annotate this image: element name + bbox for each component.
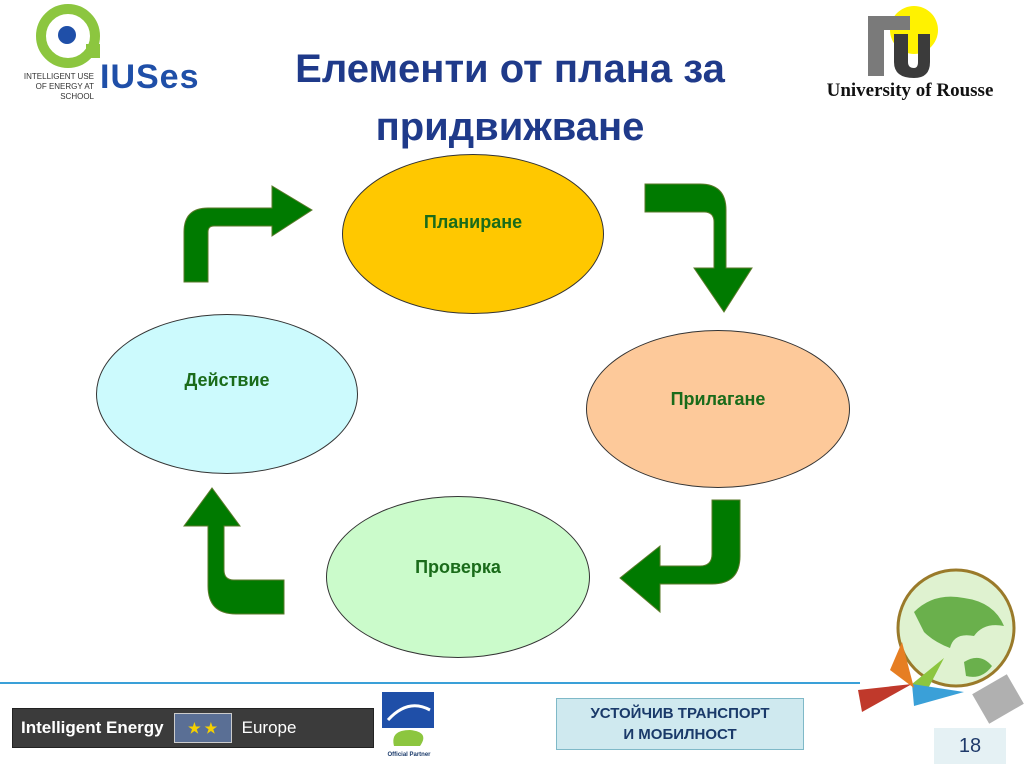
university-name: University of Rousse: [826, 80, 994, 101]
globe-bulb-illustration: [858, 568, 1024, 724]
arrow-planning-to-implementation: [644, 183, 753, 313]
topic-tag: УСТОЙЧИВ ТРАНСПОРТ И МОБИЛНОСТ: [556, 698, 804, 750]
iuses-logo-brand: IUSes: [100, 58, 200, 96]
node-planning-label: Планиране: [423, 211, 523, 232]
footer-divider: [0, 682, 860, 684]
official-partner-logo: Official Partner: [380, 690, 438, 762]
iuses-logo-tagline: INTELLIGENT USE OF ENERGY AT SCHOOL: [23, 72, 94, 101]
page-number: 18: [934, 728, 1006, 764]
intelligent-energy-banner: Intelligent Energy ★ ★ Europe: [12, 708, 374, 748]
arrow-check-to-action: [183, 487, 285, 615]
eu-flag-icon: ★ ★: [173, 713, 232, 743]
slide-title: Елементи от плана за придвижване: [295, 47, 725, 149]
node-planning: Планиране: [342, 154, 604, 314]
iuses-logo: INTELLIGENT USE OF ENERGY AT SCHOOL IUSe…: [2, 4, 222, 101]
arrow-implementation-to-check: [619, 499, 741, 614]
node-check-label: Проверка: [415, 556, 501, 577]
iuses-logo-mark: [36, 4, 100, 68]
ie-banner-left-text: Intelligent Energy: [21, 718, 164, 737]
node-action-label: Действие: [184, 369, 270, 390]
node-implementation-label: Прилагане: [670, 388, 766, 409]
university-logo: University of Rousse: [800, 0, 1020, 110]
partner-emblem-icon: [382, 692, 434, 746]
official-partner-label: Official Partner: [387, 752, 431, 758]
arrow-action-to-planning: [183, 185, 313, 283]
node-action: Действие: [96, 314, 358, 474]
ie-banner-right-text: Europe: [241, 718, 297, 737]
node-implementation: Прилагане: [586, 330, 850, 488]
university-logo-mark: [868, 6, 938, 78]
node-check: Проверка: [326, 496, 590, 658]
